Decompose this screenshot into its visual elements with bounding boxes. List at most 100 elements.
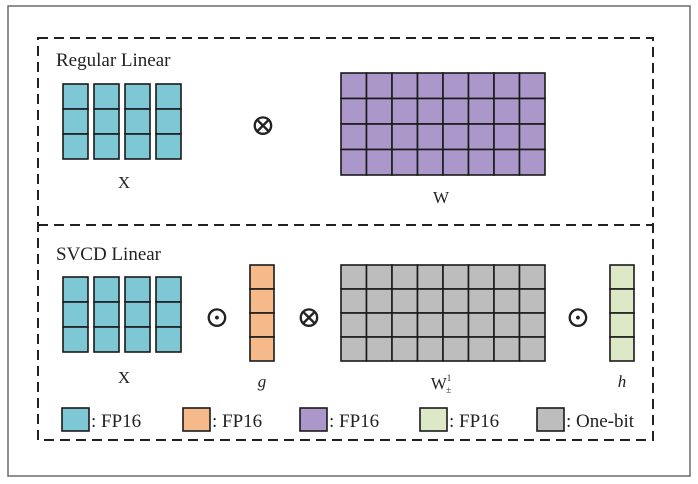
regular-w-matrix xyxy=(340,72,546,176)
matrix-cell xyxy=(365,336,393,362)
svcd-h-label: h xyxy=(618,372,627,391)
matrix-cell xyxy=(416,97,444,125)
matrix-cell xyxy=(93,301,120,328)
matrix-cell xyxy=(493,148,521,176)
matrix-cell xyxy=(493,264,521,290)
svcd-elementwise-operator-1: ⊙ xyxy=(204,301,229,334)
matrix-cell xyxy=(493,123,521,151)
matrix-cell xyxy=(155,108,182,135)
svcd-elementwise-operator-2: ⊙ xyxy=(565,301,590,334)
legend-label: : One-bit xyxy=(566,411,635,432)
matrix-cell xyxy=(493,72,521,100)
matrix-cell xyxy=(416,123,444,151)
svcd-w-binary-matrix xyxy=(340,264,546,362)
matrix-cell xyxy=(518,123,546,151)
matrix-cell xyxy=(518,148,546,176)
matrix-cell xyxy=(442,97,470,125)
matrix-cell xyxy=(155,83,182,110)
matrix-cell xyxy=(391,336,419,362)
matrix-cell xyxy=(124,276,151,303)
matrix-cell xyxy=(62,133,89,160)
matrix-cell xyxy=(391,288,419,314)
regular-title: Regular Linear xyxy=(56,50,171,71)
matrix-cell xyxy=(340,312,368,338)
matrix-cell xyxy=(391,264,419,290)
svcd-title: SVCD Linear xyxy=(56,244,162,265)
matrix-cell xyxy=(124,83,151,110)
matrix-cell xyxy=(155,326,182,353)
svcd-tensor-operator: ⊗ xyxy=(296,301,321,334)
legend-swatch xyxy=(61,407,90,432)
svcd-x-matrix xyxy=(62,276,182,353)
matrix-cell xyxy=(365,288,393,314)
matrix-cell xyxy=(124,326,151,353)
matrix-cell xyxy=(493,312,521,338)
matrix-cell xyxy=(442,336,470,362)
svcd-g-vector xyxy=(249,264,275,362)
matrix-cell xyxy=(249,288,275,314)
svcd-g-label: g xyxy=(258,372,267,391)
matrix-cell xyxy=(155,301,182,328)
matrix-cell xyxy=(365,97,393,125)
svcd-w-label-superscript: 1 xyxy=(447,373,452,383)
matrix-cell xyxy=(442,288,470,314)
legend-label: : FP16 xyxy=(329,411,379,432)
legend-label: : FP16 xyxy=(212,411,262,432)
matrix-cell xyxy=(155,133,182,160)
svcd-h-vector xyxy=(609,264,635,362)
dashed-container xyxy=(37,37,654,441)
matrix-cell xyxy=(518,288,546,314)
svcd-x-label: X xyxy=(118,368,130,387)
matrix-cell xyxy=(442,72,470,100)
matrix-cell xyxy=(62,301,89,328)
matrix-cell xyxy=(467,264,495,290)
matrix-cell xyxy=(340,264,368,290)
matrix-cell xyxy=(518,336,546,362)
legend-label: : FP16 xyxy=(91,411,141,432)
svcd-w-label-subscript: ± xyxy=(446,385,451,395)
matrix-cell xyxy=(124,301,151,328)
matrix-cell xyxy=(340,97,368,125)
matrix-cell xyxy=(442,312,470,338)
regular-tensor-operator: ⊗ xyxy=(250,109,275,142)
matrix-cell xyxy=(124,133,151,160)
matrix-cell xyxy=(365,264,393,290)
matrix-cell xyxy=(249,312,275,338)
matrix-cell xyxy=(416,72,444,100)
matrix-cell xyxy=(467,288,495,314)
matrix-cell xyxy=(62,83,89,110)
matrix-cell xyxy=(124,108,151,135)
matrix-cell xyxy=(609,336,635,362)
matrix-cell xyxy=(340,288,368,314)
matrix-cell xyxy=(442,148,470,176)
matrix-cell xyxy=(518,264,546,290)
matrix-cell xyxy=(609,264,635,290)
matrix-cell xyxy=(467,123,495,151)
matrix-cell xyxy=(340,123,368,151)
matrix-cell xyxy=(62,108,89,135)
matrix-cell xyxy=(416,148,444,176)
svcd-w-label-base: W xyxy=(431,374,448,393)
matrix-cell xyxy=(340,336,368,362)
matrix-cell xyxy=(493,336,521,362)
regular-x-label: X xyxy=(118,173,130,192)
matrix-cell xyxy=(155,276,182,303)
regular-w-label: W xyxy=(433,188,450,207)
legend-swatch xyxy=(182,407,211,432)
matrix-cell xyxy=(416,288,444,314)
matrix-cell xyxy=(416,312,444,338)
svcd-w-label: W1 ± xyxy=(431,373,452,395)
matrix-cell xyxy=(93,326,120,353)
matrix-cell xyxy=(518,97,546,125)
matrix-cell xyxy=(391,72,419,100)
legend: : FP16: FP16: FP16: FP16: One-bit xyxy=(61,407,635,432)
matrix-cell xyxy=(416,336,444,362)
legend-swatch xyxy=(419,407,448,432)
matrix-cell xyxy=(93,108,120,135)
matrix-cell xyxy=(391,97,419,125)
matrix-cell xyxy=(609,288,635,314)
matrix-cell xyxy=(391,148,419,176)
matrix-cell xyxy=(249,336,275,362)
matrix-cell xyxy=(365,312,393,338)
